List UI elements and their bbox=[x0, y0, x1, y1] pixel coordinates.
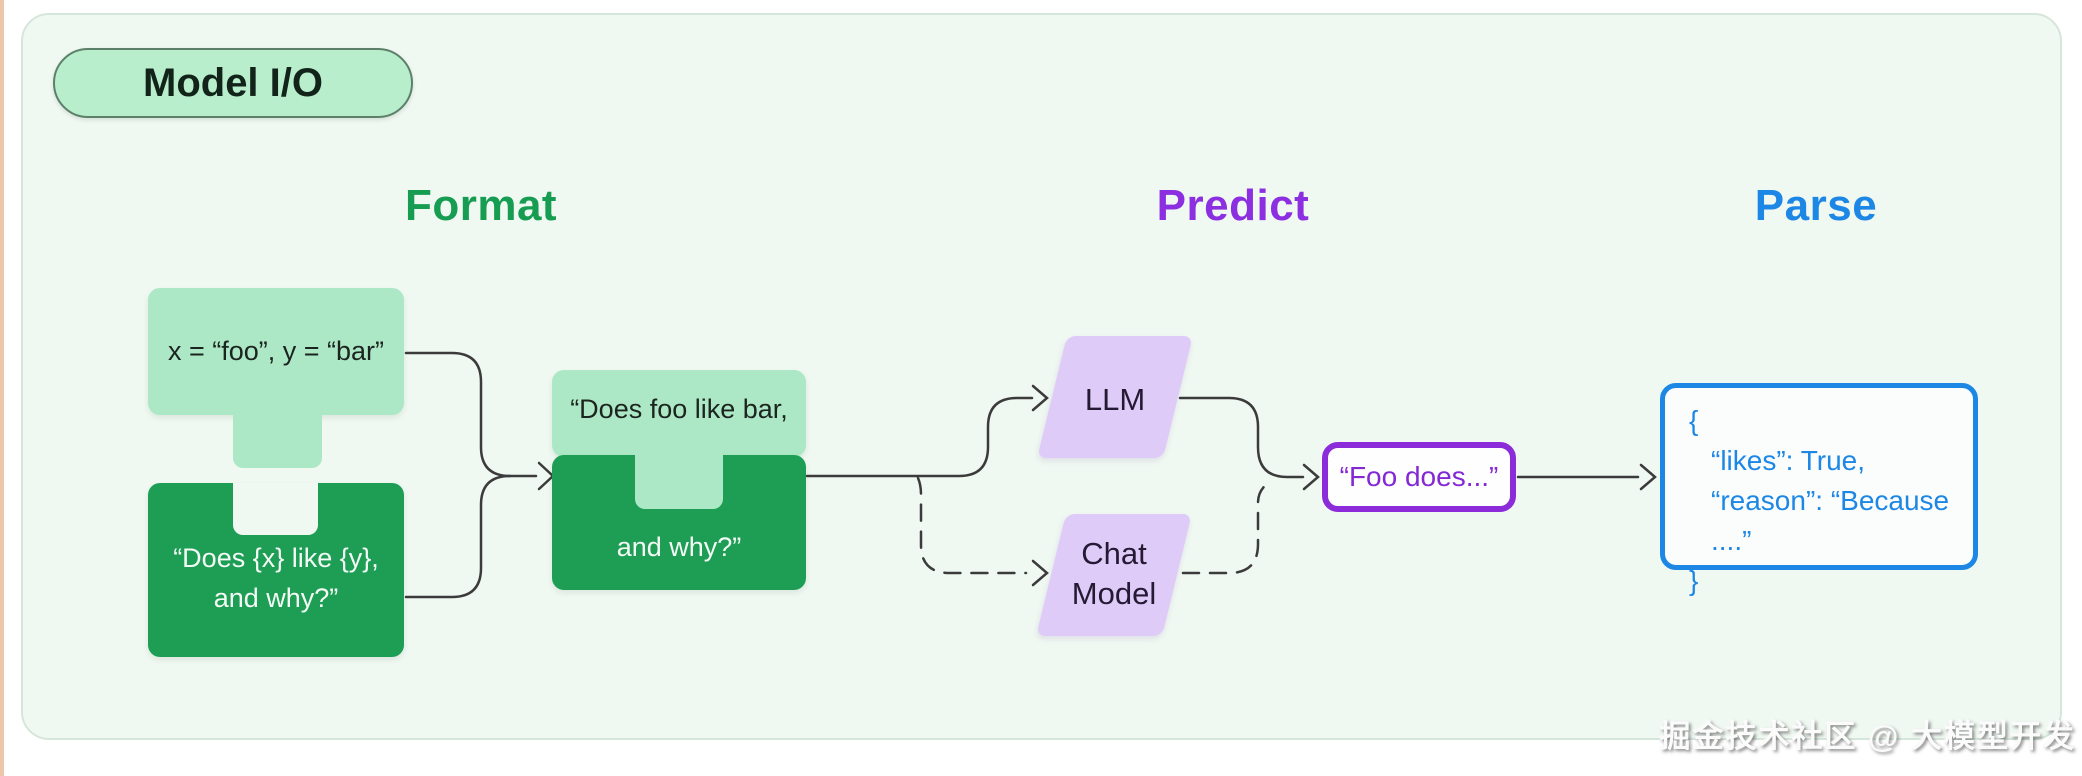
watermark-text: 掘金技术社区 @ 大模型开发 bbox=[1659, 719, 2076, 754]
formatted-prompt-tab bbox=[635, 453, 723, 509]
formatted-prompt-top-piece: “Does foo like bar, bbox=[552, 370, 806, 457]
chat-model-label-line2: Model bbox=[1071, 576, 1157, 611]
parse-line-close-brace: } bbox=[1689, 565, 1699, 596]
llm-label: LLM bbox=[1084, 382, 1146, 417]
parsed-output-box: { “likes”: True, “reason”: “Because ....… bbox=[1660, 383, 1978, 596]
chat-model-label-line1: Chat bbox=[1081, 536, 1147, 571]
llm-output-text: “Foo does...” bbox=[1339, 461, 1499, 492]
heading-parse: Parse bbox=[1754, 181, 1878, 230]
parse-line-likes: “likes”: True, bbox=[1711, 445, 1866, 476]
parse-line-reason: “reason”: “Because ....” bbox=[1711, 485, 1950, 556]
prompt-template-text: “Does {x} like {y}, and why?” bbox=[148, 538, 404, 618]
input-variables-piece: x = “foo”, y = “bar” bbox=[148, 288, 404, 415]
chat-model-label: Chat Model bbox=[1051, 534, 1177, 614]
prompt-template-line2: and why?” bbox=[213, 583, 339, 613]
prompt-template-line1: “Does {x} like {y}, bbox=[173, 543, 379, 573]
prompt-template-notch bbox=[233, 483, 318, 535]
heading-format: Format bbox=[404, 181, 558, 230]
formatted-prompt-top-text: “Does foo like bar, bbox=[570, 394, 788, 424]
input-variables-text: x = “foo”, y = “bar” bbox=[167, 336, 385, 366]
model-io-badge-label: Model I/O bbox=[143, 60, 323, 105]
heading-predict: Predict bbox=[1156, 181, 1310, 230]
parse-line-open-brace: { bbox=[1689, 405, 1699, 436]
formatted-prompt-bottom-text: and why?” bbox=[616, 532, 742, 562]
left-edge-strip bbox=[0, 0, 4, 776]
model-io-badge: Model I/O bbox=[53, 48, 413, 118]
input-variables-tab bbox=[233, 413, 322, 468]
llm-output-box: “Foo does...” bbox=[1322, 442, 1516, 512]
